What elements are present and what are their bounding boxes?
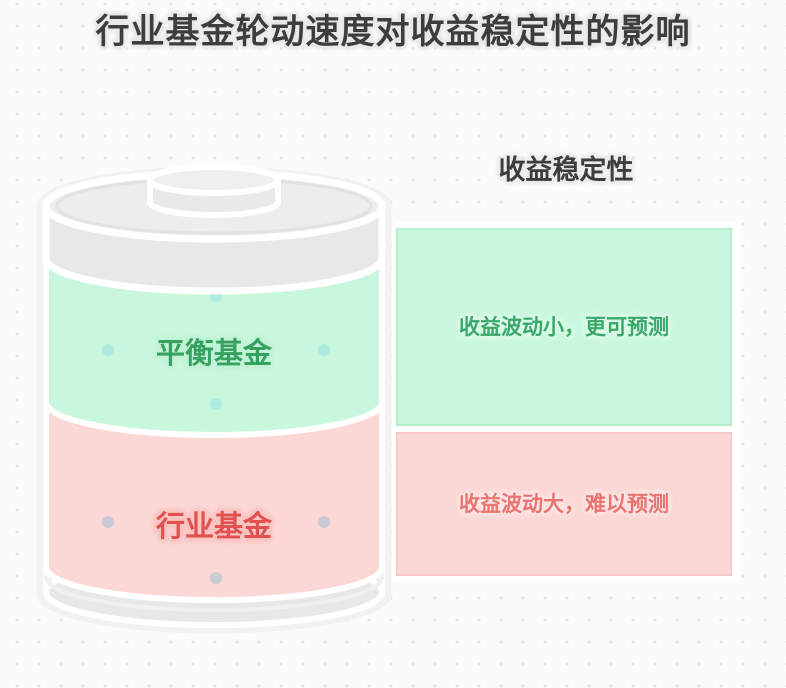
cylinder-label-sector-fund: 行业基金	[155, 511, 272, 543]
cylinder-label-balanced-fund: 平衡基金	[155, 338, 272, 370]
column-header-stability: 收益稳定性	[498, 155, 634, 185]
bubble-decoration	[318, 516, 330, 528]
bubble-decoration	[210, 398, 222, 410]
panel-sector-stability-text: 收益波动大，难以预测	[459, 491, 669, 516]
cylinder-segment-sector-fund[interactable]	[43, 402, 385, 603]
page-title: 行业基金轮动速度对收益稳定性的影响	[95, 14, 691, 51]
cylinder-chart	[36, 162, 392, 652]
cylinder-lid	[42, 169, 386, 295]
panel-sector-stability[interactable]: 收益波动大，难以预测	[396, 432, 732, 576]
bubble-decoration	[318, 344, 330, 356]
cylinder-lid-knob	[147, 164, 281, 218]
bubble-decoration	[210, 572, 222, 584]
bubble-decoration	[102, 344, 114, 356]
bubble-decoration	[102, 516, 114, 528]
panel-balanced-stability-text: 收益波动小，更可预测	[459, 314, 669, 339]
panel-balanced-stability[interactable]: 收益波动小，更可预测	[396, 228, 732, 426]
stability-panel-group: 收益波动小，更可预测 收益波动大，难以预测	[392, 222, 740, 582]
